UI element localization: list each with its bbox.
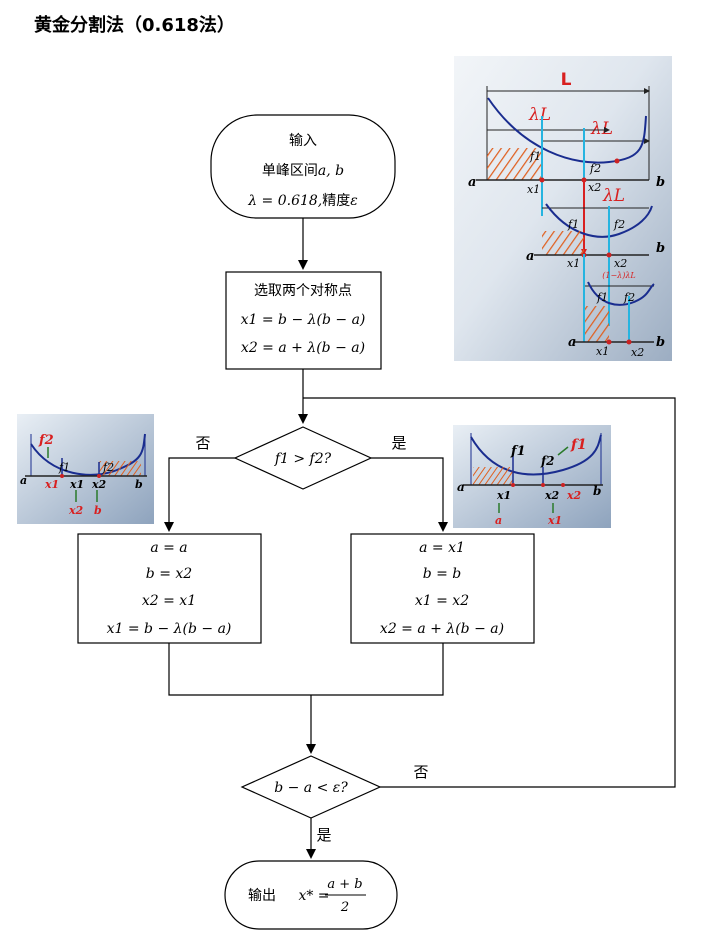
merge-line [168, 643, 444, 696]
rab-a: a [457, 480, 465, 494]
decision1-text: f1 > f2? [274, 451, 332, 467]
right-line4: x2 = a + λ(b − a) [380, 621, 504, 637]
lab-f2: f2 [38, 433, 54, 448]
label-x2-3: x2 [631, 346, 644, 359]
decision2-text: b − a < ε? [274, 780, 348, 796]
end-terminal [224, 860, 398, 930]
label-b-2: b [656, 241, 665, 256]
rab-x1b: x1 [547, 514, 562, 527]
rab-f2: f2 [540, 454, 555, 468]
label-x1-1: x1 [527, 183, 540, 196]
right-line2: b = b [423, 566, 462, 582]
lab-x1: x1 [44, 478, 59, 491]
label-f2-2: f2 [613, 218, 625, 231]
start-line1: 输入 [289, 133, 317, 149]
end-label: 输出 [248, 888, 276, 904]
case-f1-gt-f2-illustration: f1 f2 f1 a x1 x2 x2 b a x1 [453, 425, 611, 528]
label-f1-2: f1 [567, 218, 579, 231]
select-line1: 选取两个对称点 [254, 283, 352, 299]
lab-x2: x2 [91, 478, 107, 491]
label-f2-3: f2 [623, 291, 635, 304]
lab-b: b [135, 478, 143, 491]
lab-a: a [20, 474, 27, 487]
select-points-box [225, 271, 382, 370]
lab-b2: b [94, 504, 102, 517]
decision1-no-label: 否 [195, 434, 210, 452]
rab-f1b: f1 [570, 437, 587, 453]
end-numerator: a + b [327, 877, 362, 892]
left-line1: a = a [150, 540, 187, 556]
lab-f2b: f2 [102, 461, 114, 474]
label-f2-1: f2 [589, 162, 601, 175]
rab-x2b: x2 [566, 489, 582, 502]
label-lamL-1: λL [528, 105, 551, 125]
start-line3: λ = 0.618,精度ε [247, 193, 358, 209]
update-box-right [350, 533, 535, 644]
right-line1: a = x1 [419, 540, 465, 556]
label-x1-3: x1 [596, 345, 609, 358]
label-lamL-3: λL [602, 186, 625, 206]
label-L: L [561, 70, 572, 90]
loop-back-line [303, 397, 676, 788]
rab-f1: f1 [510, 444, 526, 459]
select-line3: x2 = a + λ(b − a) [241, 340, 365, 356]
lab-f1: f1 [58, 461, 70, 474]
decision1-yes-label: 是 [391, 434, 406, 452]
label-x1-2: x1 [567, 257, 580, 270]
rab-b: b [593, 484, 601, 498]
right-line3: x1 = x2 [415, 593, 469, 609]
label-x2-2: x2 [614, 257, 627, 270]
left-line3: x2 = x1 [142, 593, 196, 609]
label-frac: (1−λ)λL [602, 271, 636, 280]
start-line2: 单峰区间a, b [262, 163, 344, 179]
end-lhs: x* = [298, 888, 329, 904]
label-a-1: a [468, 175, 476, 190]
lab-x2b: x2 [68, 504, 84, 517]
arrow-no-branch [164, 457, 235, 532]
page-title: 黄金分割法（0.618法） [34, 15, 235, 36]
label-b-1: b [656, 175, 665, 190]
decision2-yes-label: 是 [316, 826, 331, 844]
end-denominator: 2 [340, 900, 349, 915]
rab-a2: a [495, 514, 502, 527]
label-x2-1: x2 [588, 181, 601, 194]
label-f1-1: f1 [529, 150, 541, 163]
left-line4: x1 = b − λ(b − a) [107, 621, 232, 637]
label-a-3: a [568, 335, 576, 350]
rab-x2: x2 [544, 489, 560, 502]
case-f1-le-f2-illustration: f2 f1 f2 a x1 x1 x2 b x2 b [17, 414, 154, 524]
arrow-yes-branch [371, 457, 448, 532]
left-line2: b = x2 [146, 566, 192, 582]
label-b-3: b [656, 335, 665, 350]
select-line2: x1 = b − λ(b − a) [241, 312, 366, 328]
lab-x1b: x1 [69, 478, 84, 491]
golden-section-illustration: L λL λL a b f1 f2 x1 x2 λL a b f1 f2 x1 … [454, 56, 672, 361]
rab-x1: x1 [496, 489, 511, 502]
label-lamL-2: λL [590, 119, 613, 139]
decision-f1-gt-f2 [233, 426, 373, 490]
update-box-left [77, 533, 262, 644]
label-f1-3: f1 [596, 291, 608, 304]
decision2-no-label: 否 [413, 763, 428, 781]
label-a-2: a [526, 249, 534, 264]
